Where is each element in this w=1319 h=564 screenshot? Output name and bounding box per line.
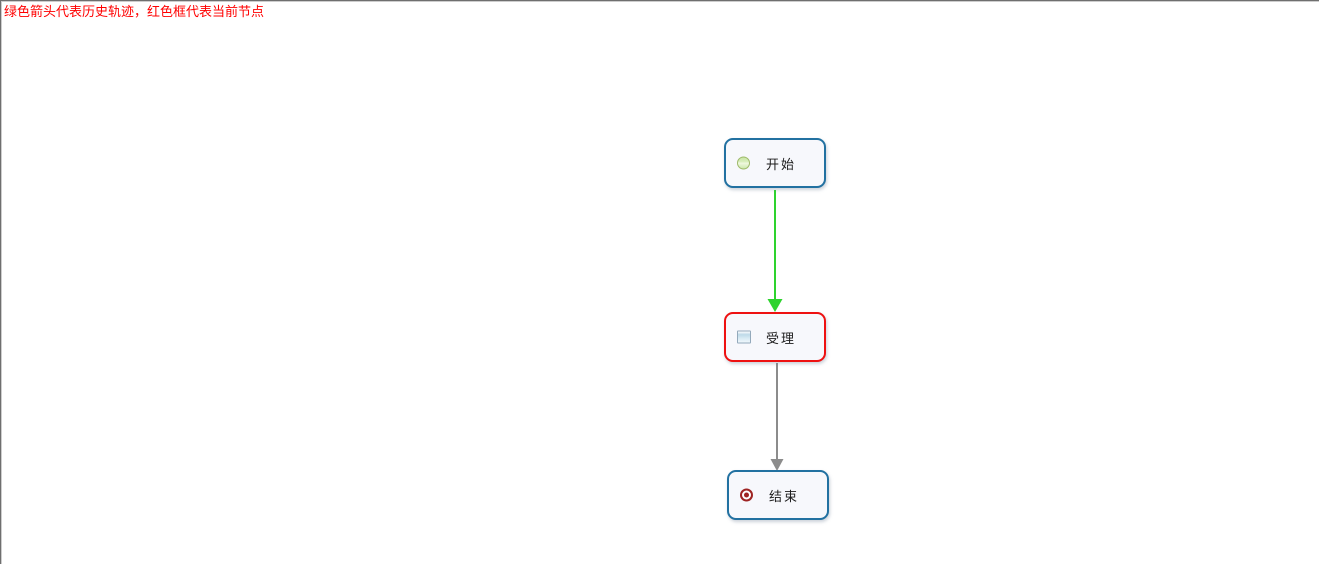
node-accept-label: 受理 bbox=[765, 331, 796, 347]
task-icon bbox=[737, 330, 751, 344]
node-accept[interactable]: 受理 bbox=[724, 312, 826, 362]
node-end[interactable]: 结束 bbox=[727, 470, 829, 520]
node-end-label: 结束 bbox=[768, 489, 799, 505]
edge-pending-arrow bbox=[770, 363, 784, 471]
legend-text: 绿色箭头代表历史轨迹，红色框代表当前节点 bbox=[4, 5, 265, 20]
edge-history-arrowhead bbox=[767, 299, 783, 312]
node-start-label: 开始 bbox=[765, 157, 796, 173]
node-start[interactable]: 开始 bbox=[724, 138, 826, 188]
start-event-icon bbox=[737, 156, 750, 170]
end-event-icon bbox=[740, 488, 753, 502]
edge-history-arrow bbox=[767, 190, 783, 312]
